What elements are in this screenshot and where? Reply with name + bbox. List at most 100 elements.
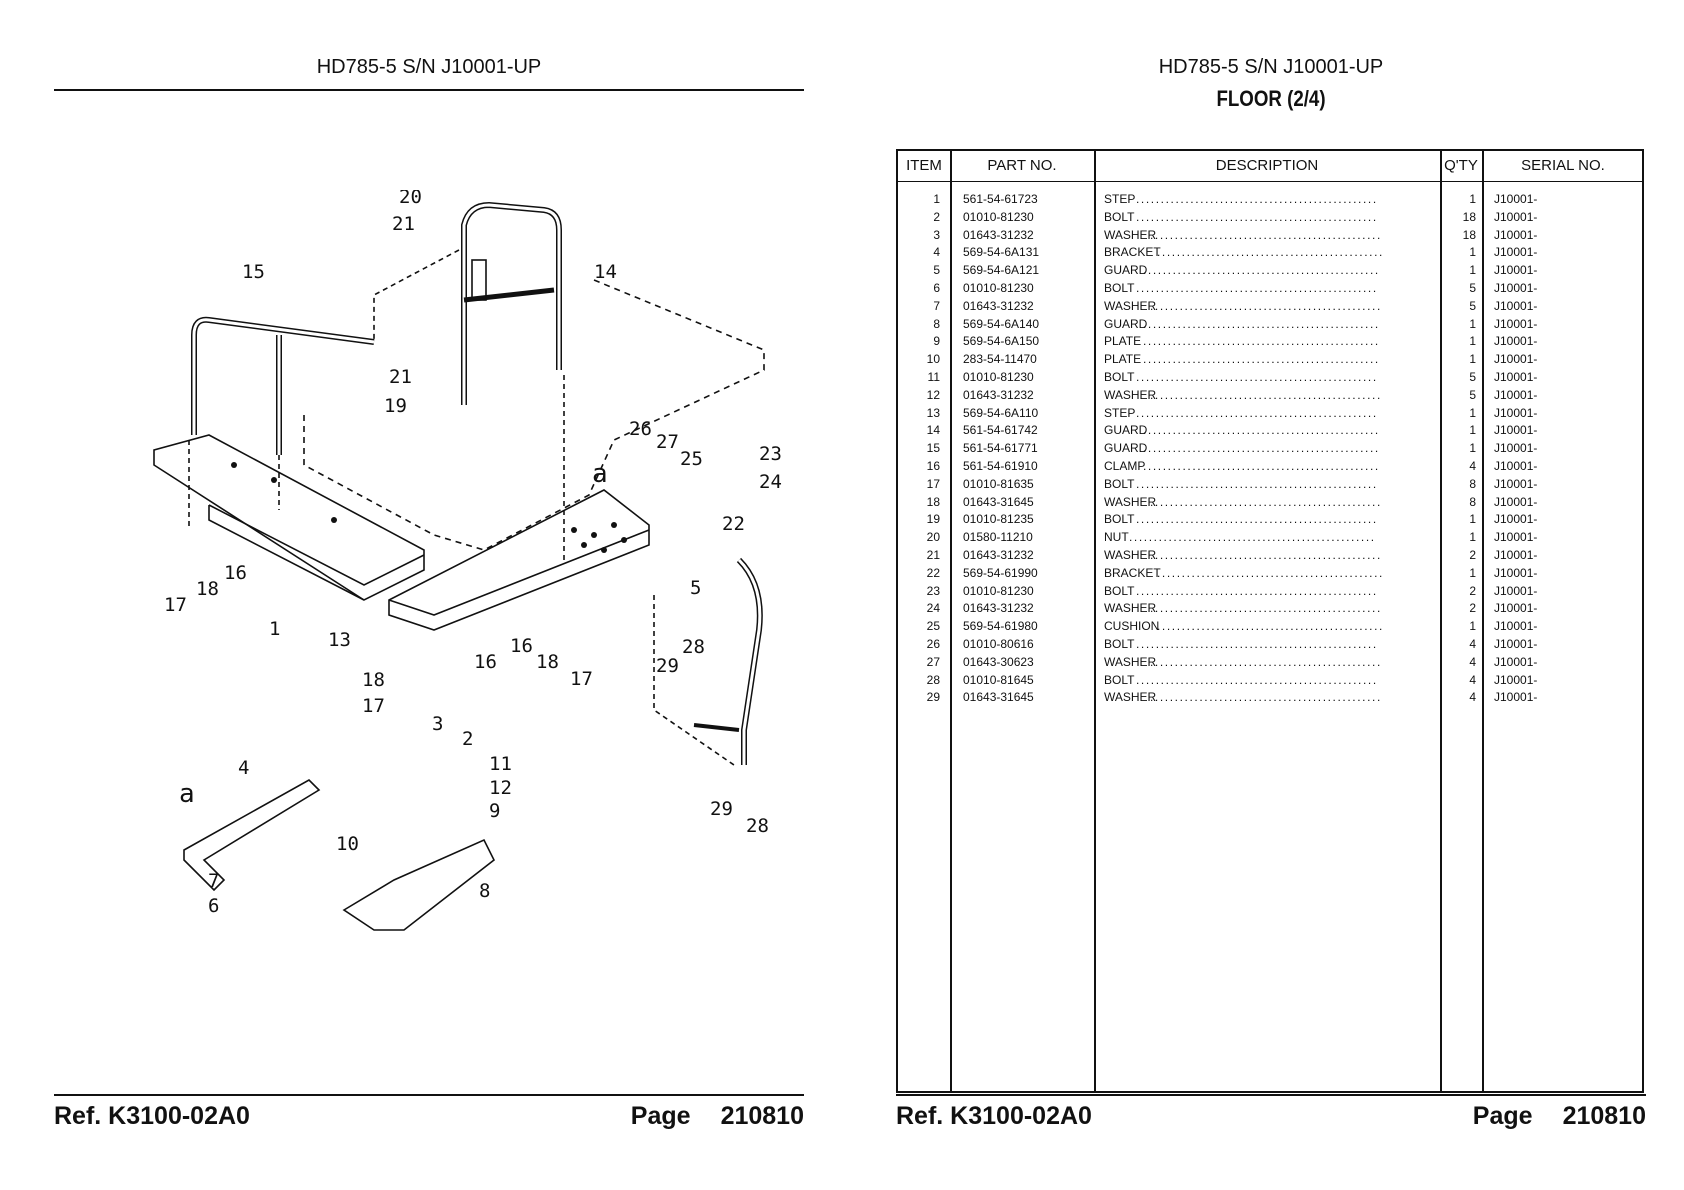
- row-qty: 1: [1469, 334, 1476, 349]
- row-description: CLAMP: [1104, 458, 1146, 473]
- row-part-no: 01010-81235: [963, 512, 1034, 527]
- row-item: 28: [926, 672, 940, 687]
- svg-text:1: 1: [269, 618, 280, 640]
- leader-dots: ........................................…: [1150, 690, 1382, 705]
- row-qty: 2: [1469, 583, 1476, 598]
- row-qty: 1: [1469, 423, 1476, 438]
- leader-dots: ........................................…: [1150, 387, 1382, 402]
- row-serial: J10001-: [1494, 690, 1538, 705]
- col-serial: SERIAL NO.: [1521, 157, 1605, 174]
- row-serial: J10001-: [1494, 512, 1538, 527]
- row-serial: J10001-: [1494, 387, 1538, 402]
- svg-text:16: 16: [474, 651, 497, 673]
- row-part-no: 01643-30623: [963, 654, 1034, 669]
- row-qty: 1: [1469, 565, 1476, 580]
- svg-text:6: 6: [208, 895, 219, 917]
- row-item: 27: [926, 654, 940, 669]
- svg-text:9: 9: [489, 800, 500, 822]
- row-part-no: 569-54-6A140: [963, 316, 1040, 331]
- svg-text:28: 28: [682, 636, 705, 658]
- svg-text:18: 18: [536, 651, 559, 673]
- row-item: 14: [926, 423, 940, 438]
- row-serial: J10001-: [1494, 316, 1538, 331]
- row-qty: 2: [1469, 601, 1476, 616]
- step-13: [388, 489, 650, 631]
- row-part-no: 569-54-6A110: [963, 405, 1039, 420]
- leader-dots: ........................................…: [1143, 263, 1380, 278]
- row-item: 25: [926, 619, 940, 634]
- leader-dots: ........................................…: [1136, 369, 1378, 384]
- col-qty: Q'TY: [1444, 157, 1478, 174]
- row-item: 8: [933, 316, 940, 331]
- row-description: STEP: [1104, 192, 1136, 206]
- row-part-no: 01580-11210: [963, 530, 1033, 545]
- header-rule: [54, 89, 804, 91]
- svg-text:4: 4: [238, 757, 249, 779]
- row-qty: 5: [1469, 280, 1476, 295]
- row-qty: 1: [1469, 192, 1476, 206]
- row-description: WASHER: [1104, 298, 1157, 313]
- svg-text:2: 2: [462, 728, 473, 750]
- svg-text:10: 10: [336, 833, 359, 855]
- row-part-no: 01010-81645: [963, 672, 1034, 687]
- row-item: 17: [926, 476, 940, 491]
- svg-text:21: 21: [392, 213, 415, 235]
- leader-dots: ........................................…: [1143, 316, 1380, 331]
- row-description: PLATE: [1104, 352, 1142, 367]
- row-serial: J10001-: [1494, 209, 1538, 224]
- svg-text:11: 11: [489, 753, 512, 775]
- row-description: BRACKET: [1104, 245, 1161, 260]
- row-part-no: 569-54-61990: [963, 565, 1038, 580]
- svg-text:a: a: [592, 459, 608, 489]
- row-serial: J10001-: [1494, 369, 1538, 384]
- page-title: FLOOR (2/4): [1216, 86, 1326, 111]
- row-serial: J10001-: [1494, 601, 1538, 616]
- row-item: 21: [926, 547, 940, 562]
- footer-page-number-right: 210810: [1562, 1102, 1646, 1130]
- row-serial: J10001-: [1494, 565, 1538, 580]
- row-item: 4: [933, 245, 940, 260]
- row-part-no: 01643-31232: [963, 387, 1034, 402]
- row-item: 9: [933, 334, 940, 349]
- row-item: 11: [927, 369, 940, 384]
- svg-text:13: 13: [328, 629, 351, 651]
- diagram-linework: [153, 201, 765, 931]
- row-qty: 1: [1469, 263, 1476, 278]
- row-serial: J10001-: [1494, 619, 1538, 634]
- svg-text:17: 17: [362, 695, 385, 717]
- svg-text:29: 29: [656, 655, 679, 677]
- step-1: [153, 434, 425, 601]
- row-item: 15: [926, 441, 940, 456]
- row-qty: 1: [1469, 316, 1476, 331]
- svg-text:23: 23: [759, 443, 782, 465]
- row-serial: J10001-: [1494, 245, 1538, 260]
- row-serial: J10001-: [1494, 298, 1538, 313]
- guard-8: [342, 838, 496, 931]
- row-part-no: 01643-31645: [963, 690, 1034, 705]
- leader-dots: ........................................…: [1136, 512, 1378, 527]
- row-qty: 18: [1462, 227, 1476, 242]
- row-serial: J10001-: [1494, 672, 1538, 687]
- row-description: WASHER: [1104, 494, 1157, 509]
- row-description: GUARD: [1104, 263, 1148, 278]
- leader-dots: ........................................…: [1150, 494, 1382, 509]
- svg-text:19: 19: [384, 395, 407, 417]
- leader-dots: ........................................…: [1150, 654, 1382, 669]
- row-description: WASHER: [1104, 387, 1157, 402]
- svg-text:16: 16: [510, 635, 533, 657]
- svg-text:21: 21: [389, 366, 412, 388]
- row-part-no: 01643-31232: [963, 547, 1034, 562]
- row-serial: J10001-: [1494, 352, 1538, 367]
